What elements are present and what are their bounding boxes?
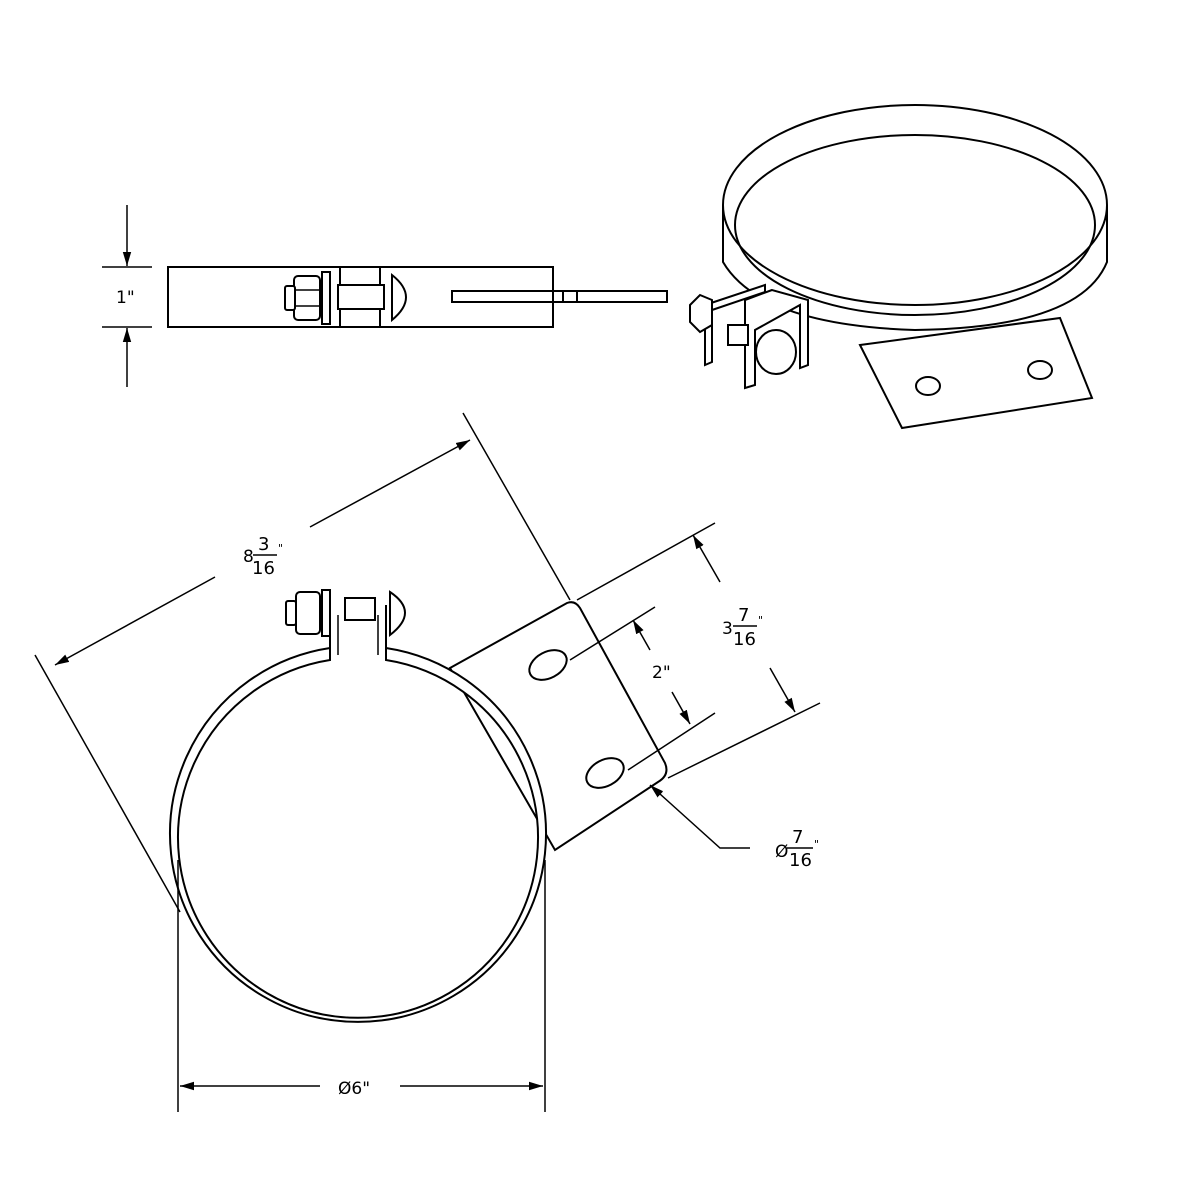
svg-text:Ø6": Ø6" [338, 1079, 370, 1099]
dimension-clamp-diameter: Ø6" [177, 860, 546, 1112]
dimension-width-side: 1" [102, 205, 152, 387]
svg-text:3: 3 [258, 534, 269, 555]
dimension-hole-spacing: 2" [569, 606, 716, 771]
svg-text:Ø: Ø [775, 842, 788, 862]
isometric-view [689, 104, 1108, 430]
dimension-hole-diameter: Ø 7 16 " [649, 784, 819, 871]
side-view [167, 266, 668, 328]
svg-text:3: 3 [722, 619, 733, 639]
dimension-overall-length: 8 3 16 " [34, 412, 571, 913]
svg-text:7: 7 [792, 827, 803, 848]
svg-text:16: 16 [252, 558, 275, 579]
dimension-label: 1" [116, 288, 135, 308]
svg-text:": " [814, 838, 819, 851]
svg-text:": " [278, 542, 283, 555]
dimension-bracket-width: 3 7 16 " [576, 522, 821, 779]
svg-text:16: 16 [789, 850, 812, 871]
svg-text:16: 16 [733, 629, 756, 650]
main-view [169, 589, 668, 1023]
svg-text:7: 7 [738, 605, 749, 626]
svg-text:8: 8 [243, 547, 254, 567]
svg-text:": " [758, 614, 763, 627]
svg-text:2": 2" [652, 663, 671, 683]
